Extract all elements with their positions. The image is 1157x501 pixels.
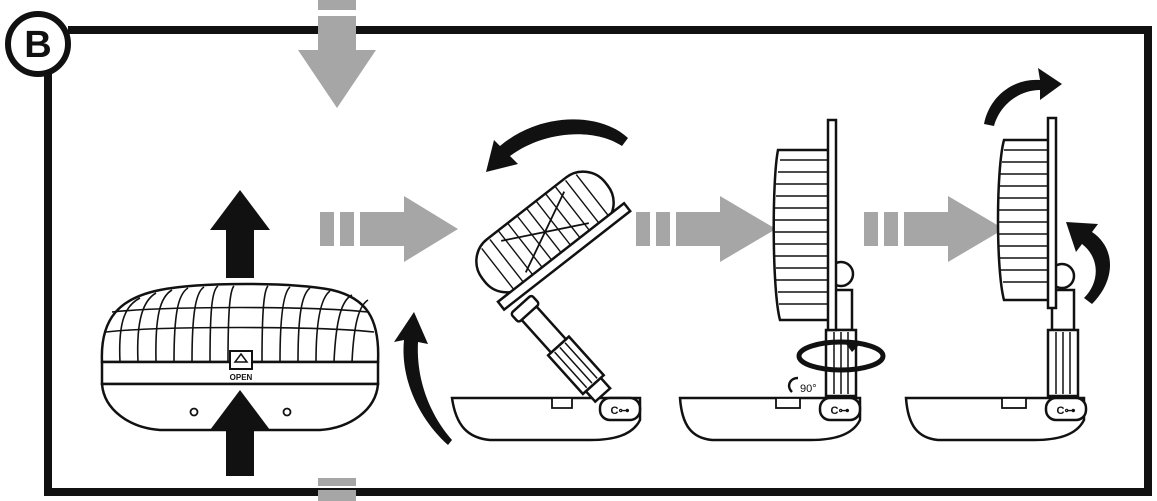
open-button: [229, 350, 253, 370]
unfolding-fan: C⊶: [450, 170, 642, 442]
folded-fan: OPEN: [100, 282, 380, 432]
step-badge-label: B: [24, 24, 51, 66]
adjustable-fan: C⊶: [904, 116, 1088, 442]
next-step-arrow-icon: [864, 196, 1004, 262]
bottom-gray-bar-icon: [318, 478, 356, 501]
curved-arrow-icon: [486, 119, 628, 172]
rotation-angle-label: 90°: [800, 383, 817, 395]
curved-arrow-icon: [1066, 222, 1110, 304]
port-label: C⊶: [1057, 405, 1076, 417]
port-label: C⊶: [831, 405, 850, 417]
next-step-arrow-icon: [320, 196, 458, 262]
curved-arrow-icon: [394, 312, 452, 445]
curved-arrow-icon: [984, 68, 1062, 126]
port-label: C⊶: [611, 405, 630, 417]
cage-ribs: [105, 285, 375, 363]
rotate-ring-icon: [796, 339, 886, 373]
up-arrow-icon: [210, 190, 270, 278]
panel-frame: [44, 26, 1152, 496]
down-arrow-icon: [298, 0, 376, 108]
rotation-angle-indicator: 90°: [787, 376, 817, 395]
open-button-label: OPEN: [230, 373, 253, 382]
next-step-arrow-icon: [636, 196, 776, 262]
step-badge: B: [5, 11, 71, 77]
up-arrow-icon: [210, 390, 270, 476]
upright-fan: C⊶: [678, 118, 862, 442]
